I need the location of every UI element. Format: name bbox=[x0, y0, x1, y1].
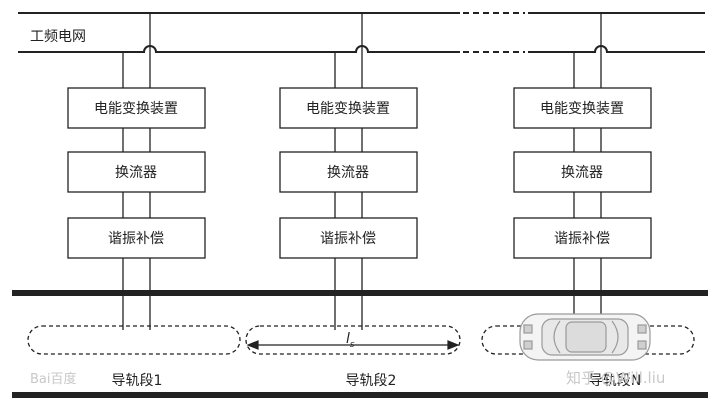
length-label: ls bbox=[346, 331, 355, 350]
box-column-1 bbox=[67, 87, 206, 259]
converter-label-n: 电能变换装置 bbox=[540, 100, 624, 117]
converter-label-2: 电能变换装置 bbox=[306, 100, 390, 117]
watermark-baidu: Bai百度 bbox=[30, 371, 77, 387]
rectifier-label-1: 换流器 bbox=[115, 164, 157, 181]
resonance-box-n bbox=[513, 217, 652, 259]
box-column-n bbox=[513, 87, 652, 259]
resonance-label-1: 谐振补偿 bbox=[108, 231, 164, 247]
grid-label: 工频电网 bbox=[30, 29, 86, 45]
rectifier-label-2: 换流器 bbox=[327, 164, 369, 181]
rectifier-box-2 bbox=[279, 151, 418, 193]
road-edge-bottom bbox=[12, 392, 708, 398]
watermark-zhihu: 知乎 @Will.liu bbox=[566, 369, 665, 387]
resonance-box-2 bbox=[279, 217, 418, 259]
rectifier-label-n: 换流器 bbox=[561, 164, 603, 181]
converter-box-1 bbox=[67, 87, 206, 129]
resonance-label-n: 谐振补偿 bbox=[554, 231, 610, 247]
resonance-label-2: 谐振补偿 bbox=[320, 231, 376, 247]
converter-box-2 bbox=[279, 87, 418, 129]
rectifier-box-1 bbox=[67, 151, 206, 193]
rail-label-2: 导轨段2 bbox=[346, 373, 397, 389]
rail-label-1: 导轨段1 bbox=[112, 373, 163, 389]
resonance-box-1 bbox=[67, 217, 206, 259]
converter-box-n bbox=[513, 87, 652, 129]
car-illustration bbox=[519, 313, 651, 361]
rail-segment-1 bbox=[27, 325, 241, 355]
segment-length-arrow bbox=[246, 340, 460, 350]
rectifier-box-n bbox=[513, 151, 652, 193]
rail-segment-2 bbox=[245, 325, 461, 355]
converter-label-1: 电能变换装置 bbox=[94, 100, 178, 117]
rail-label-n: 导轨段N bbox=[589, 373, 641, 389]
box-column-2 bbox=[279, 87, 418, 259]
road-edge-top bbox=[12, 290, 708, 296]
